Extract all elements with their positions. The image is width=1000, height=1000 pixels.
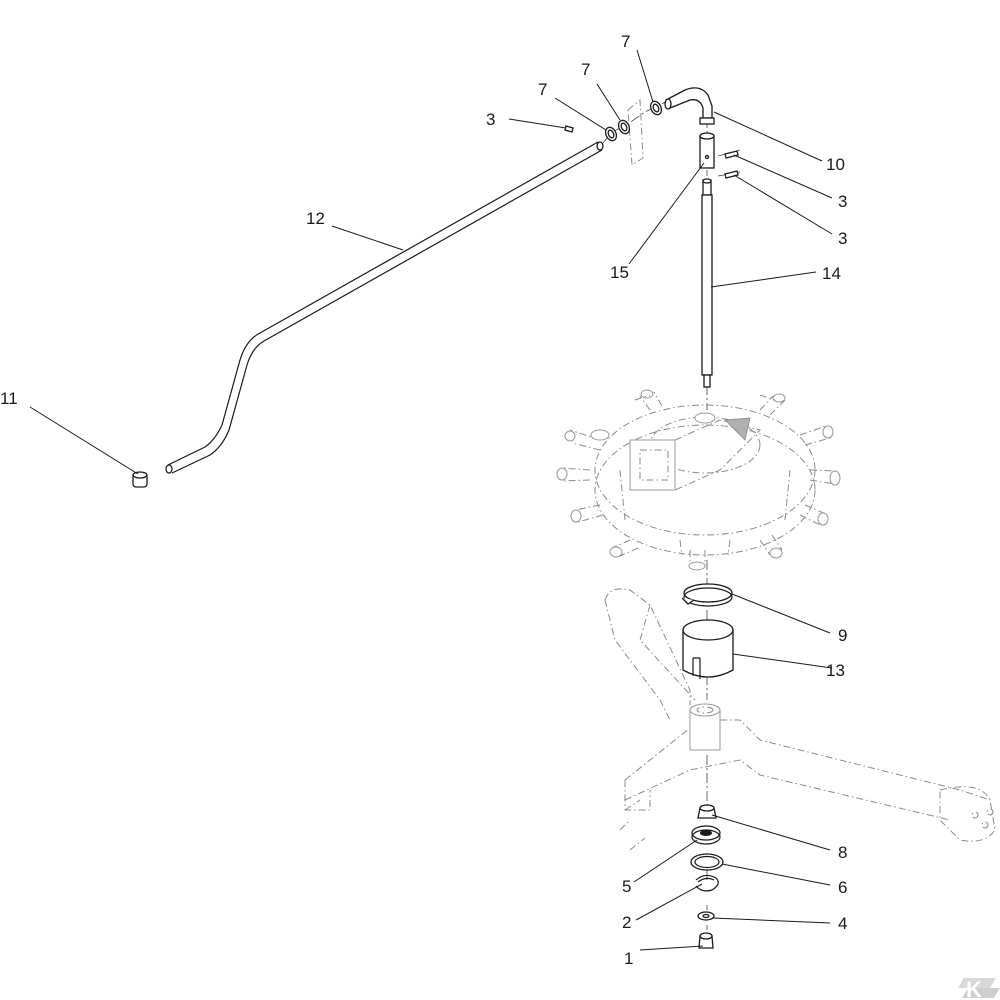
frame-ghost xyxy=(604,588,996,851)
part-3-pin-upper xyxy=(724,150,739,159)
svg-text:K: K xyxy=(966,977,982,1000)
callout-15: 15 xyxy=(610,263,629,282)
part-8-nut xyxy=(697,804,717,819)
callout-11: 11 xyxy=(0,389,18,408)
brand-logo-watermark: K xyxy=(958,977,1000,1000)
callout-3-top: 3 xyxy=(486,110,495,129)
callout-7-middle: 7 xyxy=(581,60,590,79)
callout-1: 1 xyxy=(624,949,633,968)
part-13-sleeve xyxy=(682,619,734,679)
callout-6: 6 xyxy=(838,878,847,897)
part-7-washer-middle xyxy=(617,119,631,135)
part-6-ring xyxy=(690,853,724,871)
part-1-nut xyxy=(698,932,714,949)
callout-4: 4 xyxy=(838,914,847,933)
callout-labels: 1 2 3 3 3 4 5 6 7 7 7 8 9 10 11 12 13 14… xyxy=(0,32,847,968)
part-7-washer-right xyxy=(649,100,663,116)
part-2-circlip xyxy=(695,874,719,892)
callout-8: 8 xyxy=(838,843,847,862)
part-4-washer xyxy=(697,911,715,921)
callout-13: 13 xyxy=(826,661,845,680)
leader-lines xyxy=(29,49,833,951)
part-15-coupling xyxy=(699,132,715,169)
part-7-washer-left xyxy=(604,126,618,142)
bracket-ghost xyxy=(627,98,644,166)
rotor-housing-ghost xyxy=(556,389,841,571)
callout-12: 12 xyxy=(306,209,325,228)
callout-3-lower: 3 xyxy=(838,229,847,248)
callout-3-upper: 3 xyxy=(838,192,847,211)
callout-7-right: 7 xyxy=(621,32,630,51)
callout-14: 14 xyxy=(822,264,841,283)
callout-9: 9 xyxy=(838,626,847,645)
assembly-center-lines xyxy=(602,99,741,930)
part-3-pin-lower xyxy=(724,170,739,179)
part-10-elbow xyxy=(664,87,715,125)
callout-10: 10 xyxy=(826,155,845,174)
part-11-cap xyxy=(132,471,148,488)
part-3-pin-top xyxy=(564,125,574,133)
callout-5: 5 xyxy=(622,877,631,896)
part-5-bearing xyxy=(691,825,721,845)
part-9-clamp-ring xyxy=(681,583,733,607)
callout-7-left: 7 xyxy=(538,80,547,99)
part-14-shaft xyxy=(701,178,713,388)
callout-2: 2 xyxy=(622,913,631,932)
part-12-drive-rod xyxy=(165,141,604,474)
